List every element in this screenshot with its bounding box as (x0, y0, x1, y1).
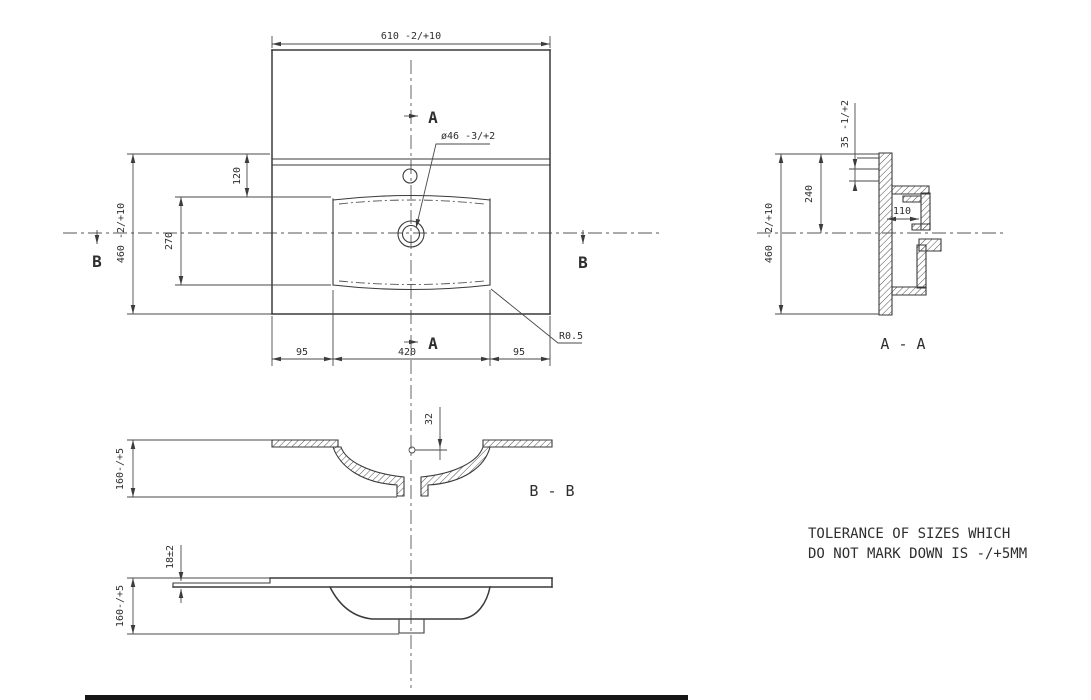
aa-lower-wall (916, 244, 927, 289)
bb-slab-right (482, 439, 553, 448)
front-bowl-outline (328, 585, 491, 620)
bb-bowl-right-wall (420, 446, 491, 497)
depth-dim-text: 460 -2/+10 (116, 203, 127, 263)
section-b-label-right: B (578, 253, 588, 272)
aa-inner-band (902, 195, 922, 203)
back-ledge-lines (271, 158, 551, 166)
tolerance-note-line2: DO NOT MARK DOWN IS -/+5MM (808, 546, 1027, 562)
bb-slab-left (271, 439, 339, 448)
front-thin-tail (172, 577, 271, 588)
section-bb-view: 32 160-/+5 B - B (115, 407, 575, 500)
plan-view: A A B B 610 -2/+10 460 -2/+10 120 270 95… (63, 31, 663, 688)
aa-depth-dim-text: 460 -2/+10 (764, 203, 775, 263)
aa-rim-lines (849, 157, 879, 182)
front-height-dim-text: 160-/+5 (115, 585, 126, 627)
basin-bottom-edge (332, 284, 491, 291)
radius-leader-line (490, 288, 582, 344)
front-left-dim-text: 95 (296, 347, 308, 358)
aa-bottom-band (891, 286, 927, 296)
aa-rim-dim-text: 35 -1/+2 (840, 100, 851, 148)
aa-channel-dim-text: 110 (893, 206, 911, 217)
tolerance-note-line1: TOLERANCE OF SIZES WHICH (808, 526, 1010, 542)
aa-main-wall (878, 152, 893, 316)
backledge-dim-text: 120 (232, 167, 243, 185)
section-a-label-bottom: A (428, 334, 438, 353)
aa-channel-bottom (911, 223, 931, 231)
width-dim-text: 610 -2/+10 (381, 31, 441, 42)
basin-top-hidden-curve (338, 199, 485, 205)
bb-view-label: B - B (529, 482, 574, 500)
bb-height-dim-text: 160-/+5 (115, 448, 126, 490)
front-drain-stub (398, 618, 425, 634)
aa-back-dim-text: 240 (804, 185, 815, 203)
section-a-label-top: A (428, 108, 438, 127)
tolerance-note: TOLERANCE OF SIZES WHICH DO NOT MARK DOW… (808, 526, 1027, 562)
faucet-dim-text: ø46 -3/+2 (441, 131, 495, 142)
front-right-dim-text: 95 (513, 347, 525, 358)
section-b-label-left: B (92, 252, 102, 271)
drain-outer-circle (397, 220, 425, 248)
aa-view-label: A - A (880, 335, 925, 353)
sheet-frame-edge (85, 695, 688, 700)
faucet-hole (402, 168, 418, 184)
bb-hole-dim-text: 32 (424, 413, 435, 425)
basin-depth-dim-text: 270 (164, 232, 175, 250)
front-slab-dim-text: 18±2 (165, 545, 176, 569)
front-view: 18±2 160-/+5 (115, 545, 553, 635)
front-center-dim-text: 420 (398, 347, 416, 358)
bb-bowl-left-wall (332, 446, 405, 497)
section-aa-view: 35 -1/+2 460 -2/+10 240 110 A - A (757, 100, 1005, 353)
aa-depth-extension-lines (775, 153, 879, 315)
basin-depth-extension-lines (175, 196, 331, 286)
drain-inner-circle (401, 224, 421, 244)
radius-dim-text: R0.5 (559, 331, 583, 342)
basin-bottom-hidden-curve (338, 280, 485, 285)
basin-top-edge (332, 194, 491, 201)
faucet-leader-line (415, 143, 490, 229)
front-dim-extension-lines (271, 290, 551, 366)
